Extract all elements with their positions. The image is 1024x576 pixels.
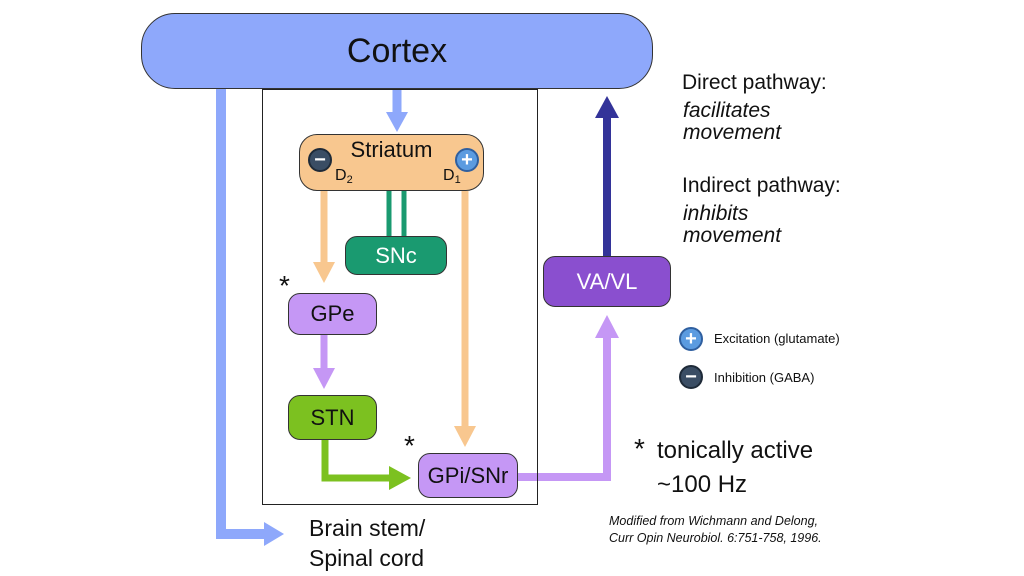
gpe-label: GPe	[310, 301, 355, 326]
plus-icon: +	[455, 148, 479, 172]
snc-node: SNc	[345, 236, 447, 275]
excitation-legend-icon: +	[679, 327, 703, 351]
arrow-gpe-stn-head	[313, 368, 335, 389]
basal-ganglia-frame	[262, 89, 538, 505]
cortex-label: Cortex	[346, 31, 448, 70]
stn-node: STN	[288, 395, 377, 440]
gpi-snr-label: GPi/SNr	[427, 462, 509, 488]
tonic-note-line1: tonically active	[657, 437, 814, 464]
excitation-legend-label: Excitation (glutamate)	[714, 331, 840, 346]
indirect-pathway-desc-1: inhibits	[683, 202, 749, 225]
gpe-node: GPe	[288, 293, 377, 335]
arrow-stn-gpi-head	[389, 466, 411, 490]
direct-pathway-title: Direct pathway:	[682, 71, 827, 94]
striatum-label: Striatum	[350, 137, 433, 162]
direct-pathway-desc-1: facilitates	[683, 99, 771, 122]
inhibition-legend-icon: −	[679, 365, 703, 389]
d2-receptor-label: D2	[335, 167, 353, 186]
gpe-tonic-marker: *	[279, 270, 290, 301]
indirect-pathway-desc-2: movement	[683, 224, 782, 247]
arrow-vavl-cortex-head	[595, 96, 619, 118]
inhibition-legend-label: Inhibition (GABA)	[714, 370, 815, 385]
d1-receptor-label: D1	[443, 167, 461, 186]
brainstem-label-line2: Spinal cord	[309, 545, 425, 571]
citation-line2: Curr Opin Neurobiol. 6:751-758, 1996.	[609, 531, 822, 545]
indirect-pathway-title: Indirect pathway:	[682, 174, 841, 197]
stn-label: STN	[310, 404, 355, 430]
arrow-striatum-gpe-head	[313, 262, 335, 283]
arrow-striatum-gpi-head	[454, 426, 476, 447]
gpi-tonic-marker: *	[404, 430, 415, 461]
arrow-cortex-striatum-head	[386, 112, 408, 132]
brainstem-label-line1: Brain stem/	[309, 515, 426, 541]
minus-icon: −	[308, 148, 332, 172]
citation-line1: Modified from Wichmann and Delong,	[609, 514, 819, 528]
direct-pathway-desc-2: movement	[683, 121, 782, 144]
gpi-snr-node: GPi/SNr	[418, 453, 518, 498]
tonic-note-line2: ~100 Hz	[657, 471, 748, 498]
tonic-note-star: *	[634, 433, 645, 464]
arrow-cortex-brainstem-head	[264, 522, 284, 546]
arrow-gpi-vavl	[518, 336, 611, 481]
arrow-stn-gpi	[321, 440, 391, 482]
arrow-cortex-brainstem	[216, 89, 266, 539]
va-vl-label: VA/VL	[576, 268, 638, 294]
snc-label: SNc	[375, 242, 417, 268]
arrow-gpi-vavl-head	[595, 315, 619, 338]
va-vl-node: VA/VL	[543, 256, 671, 307]
cortex-node: Cortex	[141, 13, 653, 89]
